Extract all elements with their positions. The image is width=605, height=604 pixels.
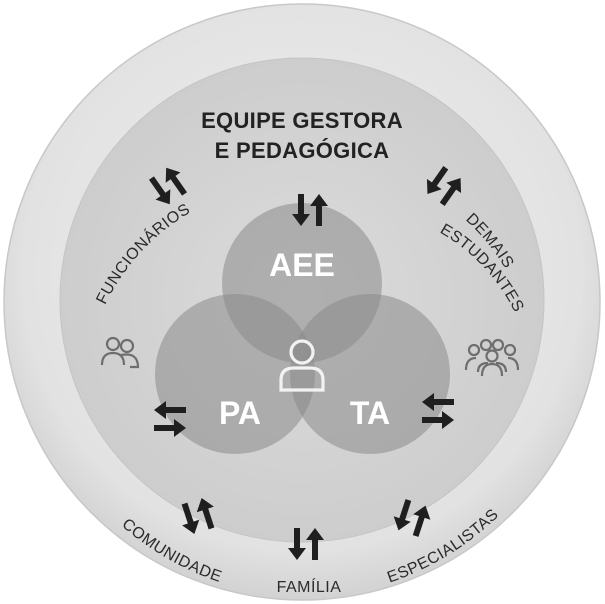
label-pa: PA — [219, 395, 261, 431]
two-people-icon — [100, 336, 140, 369]
label-ta: TA — [350, 395, 390, 431]
bidirectional-arrows-icon-estudantes — [426, 166, 462, 206]
venn-diagram — [155, 203, 450, 454]
title-line-1: EQUIPE GESTORA — [201, 108, 403, 133]
title-line-2: E PEDAGÓGICA — [215, 138, 390, 163]
bidirectional-arrows-icon-familia — [288, 528, 324, 560]
venn-circle-ta — [290, 294, 450, 454]
bidirectional-arrows-icon-especialistas — [393, 499, 431, 537]
bidirectional-arrows-icon-comunidade — [181, 498, 215, 534]
student-person-icon — [279, 339, 325, 392]
bidirectional-arrows-icon-funcionarios — [148, 167, 188, 205]
label-familia: FAMÍLIA — [277, 577, 342, 596]
bidirectional-arrows-icon-aee — [292, 194, 328, 226]
label-aee: AEE — [269, 247, 335, 283]
venn-circle-pa — [155, 294, 315, 454]
bidirectional-arrows-icon-ta — [422, 393, 454, 429]
bidirectional-arrows-icon-pa — [154, 401, 186, 437]
crowd-icon — [464, 338, 520, 377]
